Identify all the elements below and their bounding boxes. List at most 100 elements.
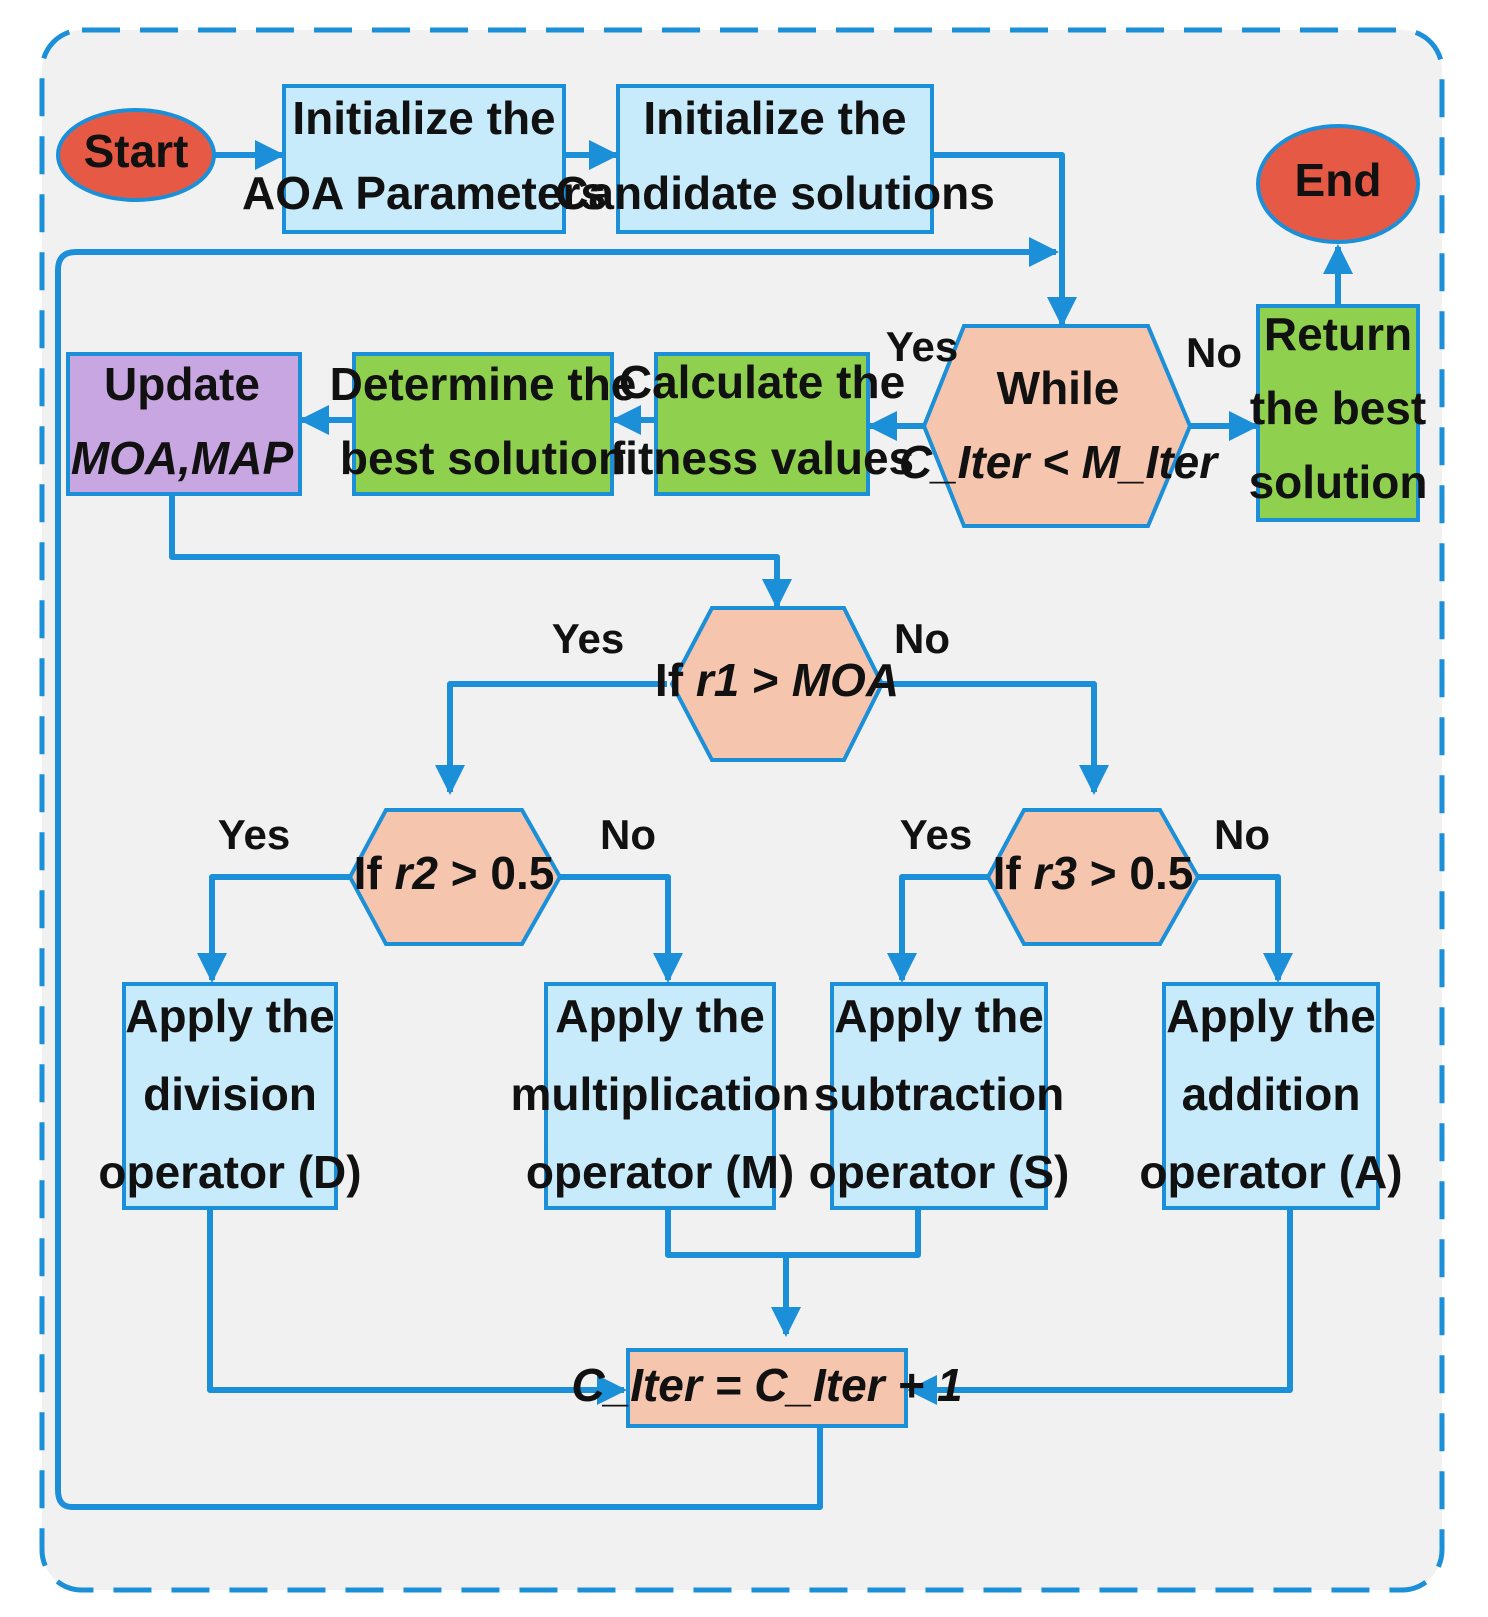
apply-multiplication-line-3: operator (M) xyxy=(526,1146,794,1198)
r3-no-label: No xyxy=(1214,811,1270,858)
apply-multiplication-node: Apply the multiplication operator (M) xyxy=(511,982,810,1210)
apply-addition-line-3: operator (A) xyxy=(1139,1146,1402,1198)
if-r1-moa: MOA xyxy=(792,654,899,706)
if-r3-if: If xyxy=(993,847,1034,899)
if-r2-rest: > 0.5 xyxy=(438,847,554,899)
edge-r3-yes-to-subtraction xyxy=(887,874,988,983)
apply-division-line-2: division xyxy=(143,1068,317,1120)
apply-addition-node: Apply the addition operator (A) xyxy=(1139,982,1403,1210)
if-r1-if: If xyxy=(655,654,696,706)
apply-division-line-3: operator (D) xyxy=(98,1146,361,1198)
if-r2-if: If xyxy=(354,847,395,899)
edge-increment-loop-to-while xyxy=(55,237,1059,1510)
apply-subtraction-line-2: subtraction xyxy=(814,1068,1064,1120)
determine-best-node: Determine the best solution xyxy=(330,352,637,496)
update-line-1: Update xyxy=(104,358,260,410)
r1-yes-label: Yes xyxy=(552,615,624,662)
apply-division-node: Apply the division operator (D) xyxy=(98,982,362,1210)
calc-fitness-node: Calculate the fitness values xyxy=(610,352,914,496)
calc-fitness-line-2: fitness values xyxy=(610,432,914,484)
return-best-line-3: solution xyxy=(1249,456,1428,508)
update-box xyxy=(66,352,302,496)
return-best-line-1: Return xyxy=(1264,308,1412,360)
init-candidates-line-2: Candidate solutions xyxy=(555,167,995,219)
r2-no-label: No xyxy=(600,811,656,858)
if-r1-op: > xyxy=(739,654,791,706)
if-r2-hexagon xyxy=(347,808,563,946)
connectors xyxy=(55,140,1353,1510)
return-best-line-2: the best xyxy=(1250,382,1426,434)
init-params-line-1: Initialize the xyxy=(292,92,555,144)
edge-labels: Yes No Yes No Yes No Yes No xyxy=(218,323,1270,858)
while-hexagon xyxy=(921,324,1193,528)
init-candidates-node: Initialize the Candidate solutions xyxy=(555,84,995,234)
apply-multiplication-line-2: multiplication xyxy=(511,1068,810,1120)
apply-subtraction-line-3: operator (S) xyxy=(809,1146,1070,1198)
while-yes-label: Yes xyxy=(886,323,958,370)
calc-fitness-line-1: Calculate the xyxy=(619,356,905,408)
edge-update-to-if-r1 xyxy=(169,496,792,609)
determine-best-line-2: best solution xyxy=(340,432,626,484)
init-params-line-2: AOA Parameters xyxy=(242,167,606,219)
edge-r2-yes-to-division xyxy=(197,874,350,983)
start-label: Start xyxy=(84,125,189,177)
if-r3-var: r3 xyxy=(1034,847,1078,899)
increment-label: C_Iter = C_Iter + 1 xyxy=(571,1359,962,1411)
determine-best-line-1: Determine the xyxy=(330,358,637,410)
init-candidates-line-1: Initialize the xyxy=(643,92,906,144)
return-best-node: Return the best solution xyxy=(1249,304,1428,522)
update-line-2: MOA,MAP xyxy=(71,432,294,484)
increment-box xyxy=(626,1348,908,1428)
return-best-box xyxy=(1256,304,1420,522)
edge-r1-no-to-if-r3 xyxy=(882,681,1109,795)
apply-addition-box xyxy=(1162,982,1380,1210)
apply-division-line-1: Apply the xyxy=(125,990,335,1042)
apply-multiplication-line-1: Apply the xyxy=(555,990,765,1042)
init-candidates-box xyxy=(616,84,934,234)
if-r1-label: If r1 > MOA xyxy=(655,654,899,706)
start-ellipse xyxy=(56,108,216,202)
r1-no-label: No xyxy=(894,615,950,662)
apply-subtraction-line-1: Apply the xyxy=(834,990,1044,1042)
while-line-2: C_Iter < M_Iter xyxy=(899,436,1219,488)
edge-r1-yes-to-if-r2 xyxy=(435,681,667,795)
if-r1-condition: r1 xyxy=(696,654,739,706)
while-no-label: No xyxy=(1186,329,1242,376)
edge-init-candidates-to-while xyxy=(932,152,1077,327)
init-params-box xyxy=(282,84,566,234)
calc-fitness-box xyxy=(654,352,870,496)
apply-subtraction-box xyxy=(830,982,1048,1210)
init-params-node: Initialize the AOA Parameters xyxy=(242,84,606,234)
apply-multiplication-box xyxy=(544,982,776,1210)
r3-yes-label: Yes xyxy=(900,811,972,858)
end-node: End xyxy=(1256,124,1420,244)
edge-division-to-increment xyxy=(207,1208,627,1405)
end-label: End xyxy=(1295,154,1382,206)
r2-yes-label: Yes xyxy=(218,811,290,858)
determine-best-box xyxy=(352,352,614,496)
apply-division-box xyxy=(122,982,338,1210)
increment-node: C_Iter = C_Iter + 1 xyxy=(571,1348,963,1428)
apply-addition-line-2: addition xyxy=(1182,1068,1361,1120)
if-r2-node: If r2 > 0.5 xyxy=(347,808,563,946)
if-r1-node: If r1 > MOA xyxy=(655,606,899,762)
edge-mult-sub-join xyxy=(665,1208,921,1258)
if-r2-label: If r2 > 0.5 xyxy=(354,847,555,899)
end-ellipse xyxy=(1256,124,1420,244)
while-node: While C_Iter < M_Iter xyxy=(899,324,1219,528)
apply-subtraction-node: Apply the subtraction operator (S) xyxy=(809,982,1070,1210)
if-r3-node: If r3 > 0.5 xyxy=(985,808,1201,946)
start-node: Start xyxy=(56,108,216,202)
if-r3-label: If r3 > 0.5 xyxy=(993,847,1194,899)
edge-addition-to-increment xyxy=(907,1208,1293,1405)
if-r3-hexagon xyxy=(985,808,1201,946)
update-node: Update MOA,MAP xyxy=(66,352,302,496)
while-line-1: While xyxy=(997,362,1120,414)
if-r2-var: r2 xyxy=(395,847,439,899)
edge-r3-no-to-addition xyxy=(1198,874,1293,983)
edge-r2-no-to-multiplication xyxy=(560,874,683,983)
if-r1-hexagon xyxy=(669,606,885,762)
if-r3-rest: > 0.5 xyxy=(1077,847,1193,899)
